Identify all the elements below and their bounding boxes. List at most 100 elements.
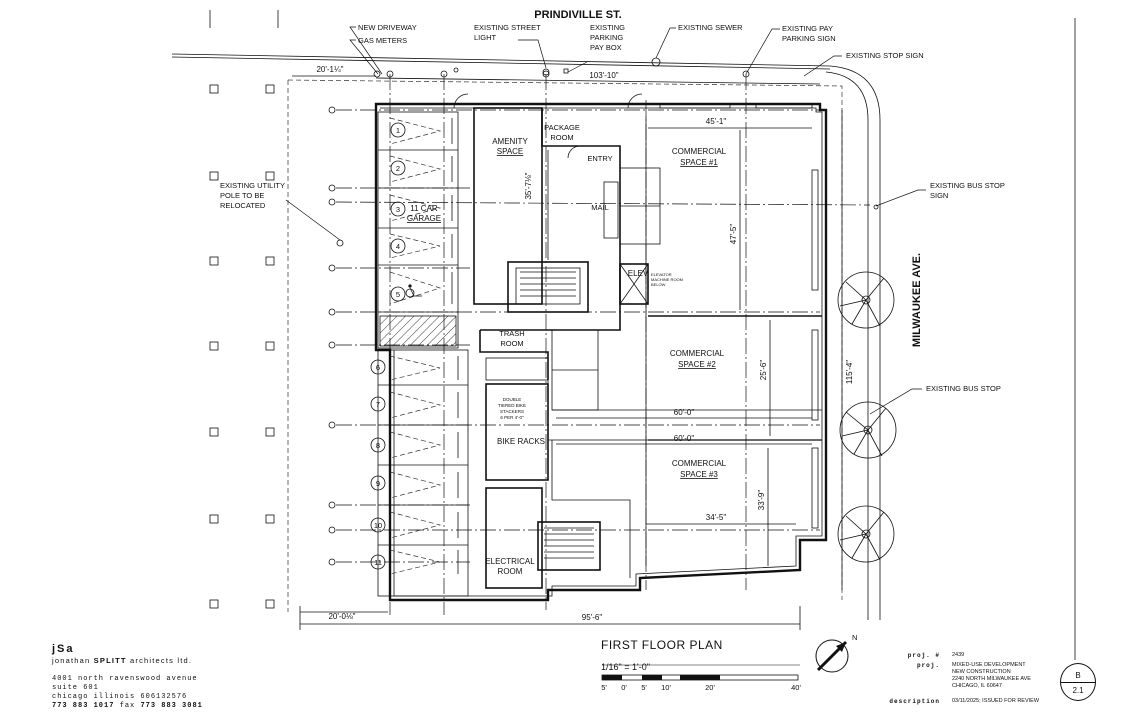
note-elev-3: BELOW [651, 282, 666, 287]
proj-label: proj. [916, 662, 940, 669]
bike-note-1: DOUBLE [503, 397, 522, 402]
firm-title-block: jSa jonathan SPLITT architects ltd. 4001… [52, 643, 272, 710]
note-pay-sign-2: PARKING SIGN [782, 34, 836, 43]
dim-comm3-width: 60'-0" [674, 434, 695, 443]
dim-comm2-width: 60'-0" [674, 408, 695, 417]
description: 03/11/2025; ISSUED FOR REVIEW [952, 698, 1040, 704]
plan-title-block: FIRST FLOOR PLAN 1/16" = 1'-0" [601, 638, 801, 672]
dim-overall-depth: 115'-4" [845, 360, 854, 384]
curb-line [171, 53, 831, 67]
room-garage-2: GARAGE [407, 214, 441, 223]
dim-comm1-depth: 47'-5" [729, 224, 738, 245]
note-utility-pole-2: POLE TO BE [220, 191, 264, 200]
bike-note-3: STACKERS [500, 409, 524, 414]
room-comm2-1: COMMERCIAL [670, 349, 725, 358]
room-mail: MAIL [591, 203, 609, 212]
note-pay-box-2: PARKING [590, 33, 623, 42]
stall-numbers: 1 2 3 4 5 6 7 8 9 10 11 [370, 122, 406, 570]
scale-label: 40' [791, 683, 801, 692]
stall-number: 7 [376, 400, 380, 409]
stall-number: 4 [396, 242, 400, 251]
scale-label: 10' [661, 683, 671, 692]
stall-number: 11 [374, 558, 382, 567]
curb-corner [829, 65, 881, 620]
note-street-light-2: LIGHT [474, 33, 497, 42]
note-street-light-1: EXISTING STREET [474, 23, 541, 32]
room-electrical-1: ELECTRICAL [485, 557, 535, 566]
dimension-lines [292, 75, 843, 630]
annotation-leaders [285, 26, 926, 415]
note-elev-2: MACHINE ROOM [651, 277, 683, 282]
note-pay-box-3: PAY BOX [590, 43, 622, 52]
room-comm2-2: SPACE #2 [678, 360, 716, 369]
scale-bar: 5' 0' 5' 10' 20' 40' [601, 664, 801, 692]
dim-top-frontage: 103'-10" [589, 71, 618, 80]
proj-no: 2439 [952, 652, 965, 658]
firm-address-2: suite 601 [52, 684, 99, 692]
grid-bubbles [328, 70, 750, 566]
scale-label: 0' [621, 683, 627, 692]
stall-number: 2 [396, 164, 400, 173]
street-name-right: MILWAUKEE AVE. [911, 253, 923, 347]
interior-walls [453, 93, 822, 589]
note-gas-meters: GAS METERS [358, 36, 407, 45]
firm-name: jonathan SPLITT architects ltd. [52, 656, 193, 665]
room-comm1-2: SPACE #1 [680, 158, 718, 167]
dim-bottom-left: 20'-0⅛" [328, 612, 355, 621]
stall-number: 3 [396, 205, 400, 214]
bike-note-2: TIERED BIKE [498, 403, 526, 408]
building-walls [374, 102, 828, 602]
street-name-top: PRINDIVILLE ST. [534, 9, 621, 21]
dim-top-left: 20'-1¼" [316, 65, 343, 74]
room-bike-racks: BIKE RACKS [497, 437, 545, 446]
firm-phone: 773 883 1017 fax 773 883 3081 [52, 702, 203, 710]
dim-comm3-lower-width: 34'-5" [706, 513, 727, 522]
dim-comm1-width: 45'-1" [706, 117, 727, 126]
sheet-number-bubble: B 2.1 [1060, 663, 1096, 701]
note-bus-stop-sign-1: EXISTING BUS STOP [930, 181, 1005, 190]
firm-logo: jSa [52, 643, 75, 655]
room-amenity-1: AMENITY [492, 137, 528, 146]
room-comm3-2: SPACE #3 [680, 470, 718, 479]
room-trash-2: ROOM [500, 339, 523, 348]
description-label: description [889, 698, 940, 705]
stall-number: 8 [376, 441, 380, 450]
room-elev: ELEV [628, 269, 649, 278]
scale-label: 5' [601, 683, 607, 692]
note-stop-sign: EXISTING STOP SIGN [846, 51, 924, 60]
room-garage-1: 11 CAR [410, 204, 438, 213]
stall-number: 9 [376, 479, 380, 488]
sheet-detail: B [1075, 671, 1081, 680]
note-pay-box-1: EXISTING [590, 23, 625, 32]
firm-address-3: chicago illinois 606132576 [52, 693, 188, 701]
bike-note-4: 6 PER 4'-0" [500, 415, 524, 420]
north-label: N [852, 633, 857, 642]
note-utility-pole-1: EXISTING UTILITY [220, 181, 285, 190]
storefront-windows [659, 103, 819, 529]
note-pay-sign-1: EXISTING PAY [782, 24, 833, 33]
scale-label: 5' [641, 683, 647, 692]
proj-no-label: proj. # [907, 652, 940, 659]
room-package-2: ROOM [550, 133, 573, 142]
stall-number: 5 [396, 290, 400, 299]
street-trees [837, 271, 897, 563]
note-new-driveway: NEW DRIVEWAY [358, 23, 417, 32]
note-bus-stop: EXISTING BUS STOP [926, 384, 1001, 393]
note-elev-1: ELEVATOR [651, 272, 672, 277]
plan-title: FIRST FLOOR PLAN [601, 638, 723, 652]
plan-scale: 1/16" = 1'-0" [601, 662, 650, 672]
garage [377, 111, 469, 597]
note-bus-stop-sign-2: SIGN [930, 191, 948, 200]
sheet-number: 2.1 [1072, 686, 1084, 695]
room-comm3-1: COMMERCIAL [672, 459, 727, 468]
note-sewer: EXISTING SEWER [678, 23, 743, 32]
room-amenity-2: SPACE [497, 147, 524, 156]
room-package-1: PACKAGE [544, 123, 580, 132]
room-entry: ENTRY [587, 154, 612, 163]
accessible-icon [405, 284, 422, 298]
room-trash-1: TRASH [499, 329, 524, 338]
dim-amenity-depth: 35'-7⅛" [524, 172, 533, 199]
dim-comm2-depth: 25'-6" [759, 360, 768, 381]
stall-number: 1 [396, 126, 400, 135]
